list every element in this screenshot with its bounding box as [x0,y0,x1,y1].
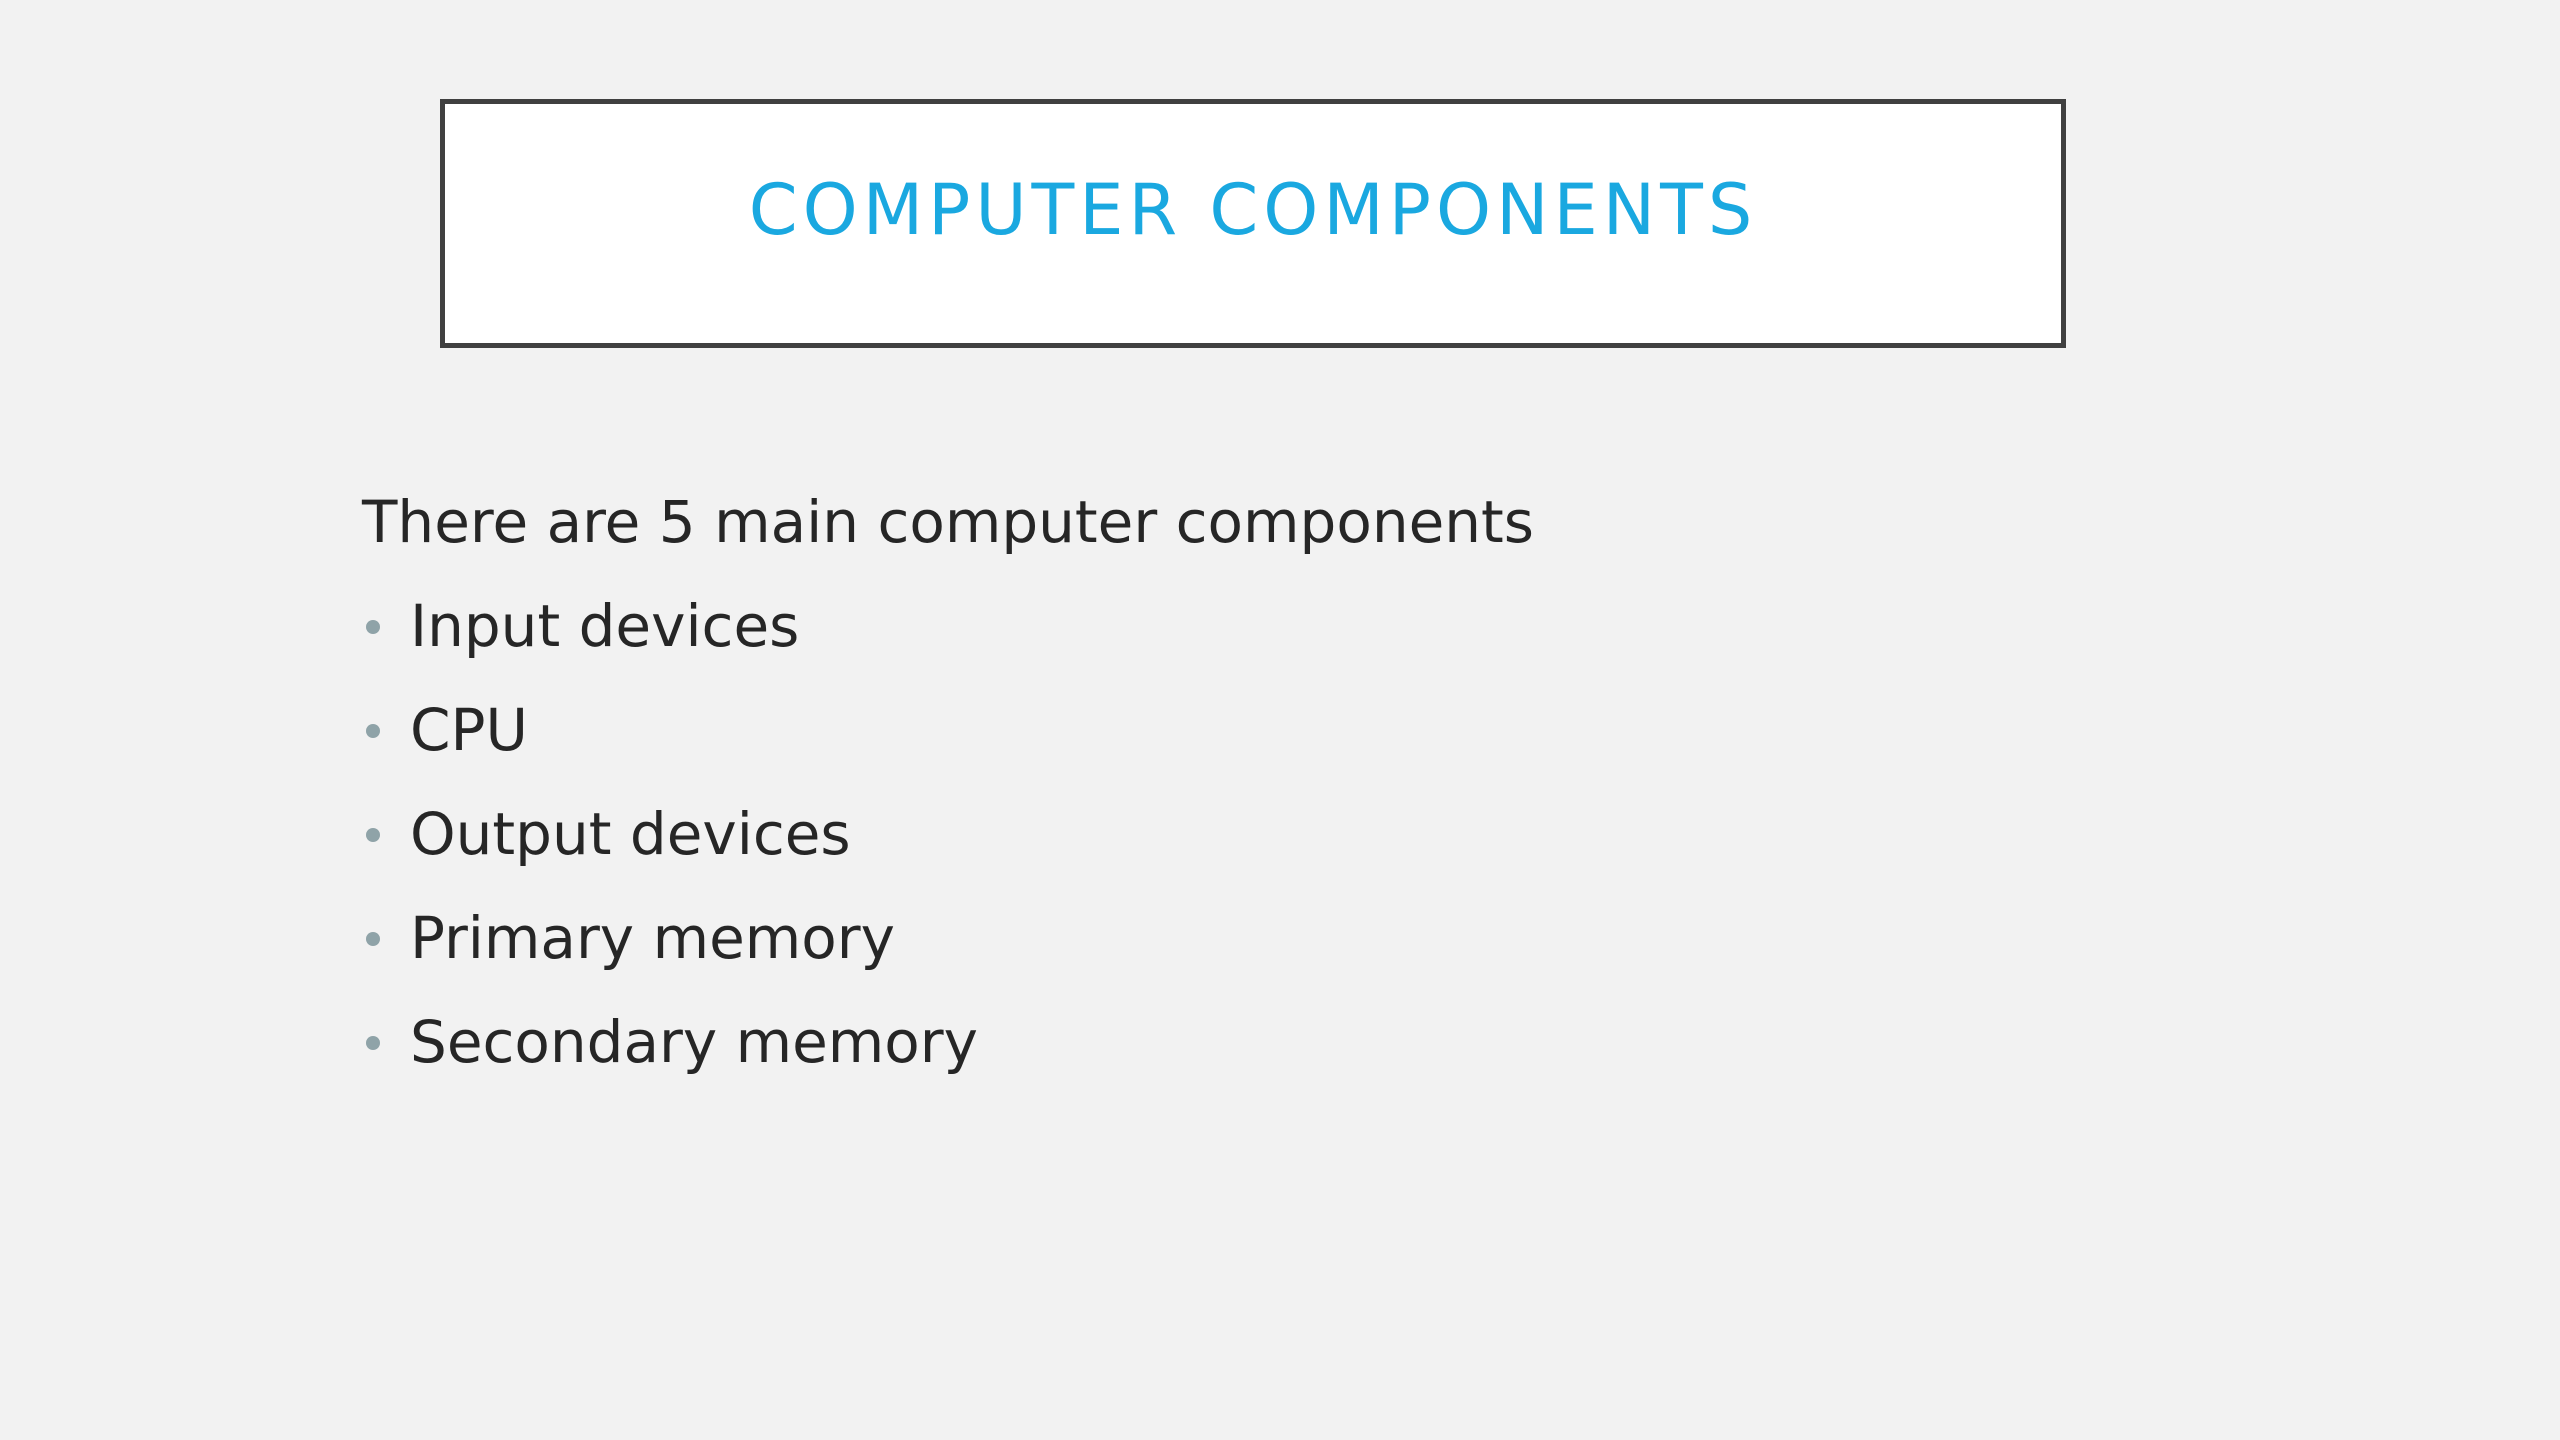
list-item: Output devices [362,782,2362,886]
list-item-label: Primary memory [410,904,895,972]
bullet-dot-icon [366,828,380,842]
intro-text: There are 5 main computer components [362,488,1534,556]
slide-title: Computer Components [748,168,1758,251]
bullet-dot-icon [366,1036,380,1050]
list-item: CPU [362,678,2362,782]
list-item: Input devices [362,574,2362,678]
list-item-label: Secondary memory [410,1008,978,1076]
bullet-dot-icon [366,620,380,634]
bullet-dot-icon [366,932,380,946]
slide-body: There are 5 main computer components Inp… [362,470,2362,1094]
list-item-label: Input devices [410,592,800,660]
list-item: Secondary memory [362,990,2362,1094]
list-item: Primary memory [362,886,2362,990]
title-box: Computer Components [440,99,2066,348]
list-item-label: CPU [410,696,528,764]
list-item-label: Output devices [410,800,851,868]
component-list: Input devices CPU Output devices Primary… [362,574,2362,1094]
bullet-dot-icon [366,724,380,738]
